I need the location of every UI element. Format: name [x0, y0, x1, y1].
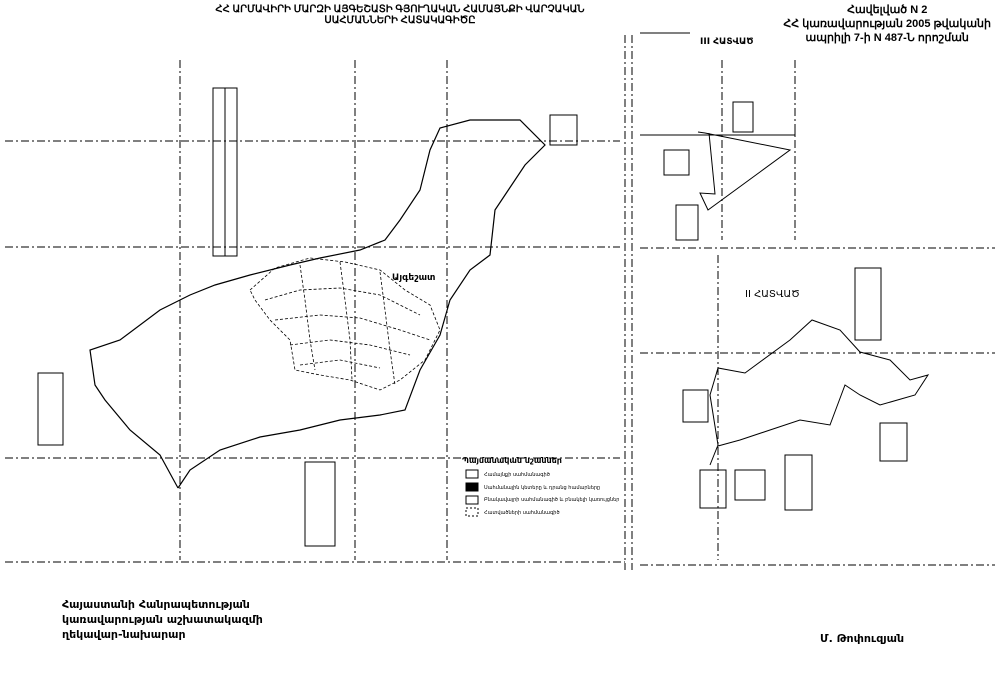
signatory-title: Հայաստանի Հանրապետության կառավարության ա…: [62, 597, 263, 642]
legend-item: Սահմանային կետերը և դրանց համարները: [484, 484, 601, 491]
signatory-line2: կառավարության աշխատակազմի: [62, 613, 263, 626]
annex-header: Հավելված N 2 ՀՀ կառավարության 2005 թվակա…: [783, 3, 991, 45]
village-streets: [249, 257, 441, 391]
signatory-line3: ղեկավար-նախարար: [62, 628, 186, 641]
section-3-frame-edge: [640, 132, 796, 136]
section-3-boundary: [697, 131, 792, 211]
section-2-label: II ՀԱՏՎԱԾ: [745, 289, 800, 300]
community-boundary: [89, 119, 546, 489]
signatory-line1: Հայաստանի Հանրապետության: [62, 598, 250, 611]
map-title: ՀՀ ԱՐՄԱՎԻՐԻ ՄԱՐԶԻ ԱՅԳԵՇԱՏԻ ԳՅՈՒՂԱԿԱՆ ՀԱՄ…: [180, 4, 620, 26]
legend-symbols: [465, 469, 479, 517]
annex-line3: ապրիլի 7-ի N 487-Ն որոշման: [805, 32, 969, 44]
legend-item: Հատվածների սահմանագիծ: [484, 510, 560, 517]
signatory-name: Մ. Թոփուզյան: [820, 632, 905, 645]
village-label: Այգեշատ: [392, 273, 436, 283]
legend-item: Բնակավայրի սահմանագիծ և բնակելի կառույցն…: [484, 497, 620, 504]
legend: Համայնքի սահմանագիծ Սահմանային կետերը և …: [484, 469, 619, 520]
map-title-line1: ՀՀ ԱՐՄԱՎԻՐԻ ՄԱՐԶԻ ԱՅԳԵՇԱՏԻ ԳՅՈՒՂԱԿԱՆ ՀԱՄ…: [215, 4, 585, 15]
section-3-label: III ՀԱՏՎԱԾ: [700, 37, 754, 47]
grid-lines: [5, 35, 995, 570]
section-2-boundary: [709, 319, 930, 466]
annex-number: Հավելված N 2: [847, 4, 928, 16]
annex-line2: ՀՀ կառավարության 2005 թվականի: [783, 18, 991, 30]
coordinate-tables: [37, 87, 908, 547]
legend-item: Համայնքի սահմանագիծ: [484, 472, 550, 478]
legend-title: Պայմանական նշաններ: [462, 456, 562, 465]
map-title-line2: ՍԱՀՄԱՆՆԵՐԻ ՀԱՏԱԿԱԳԻԾԸ: [324, 15, 476, 26]
